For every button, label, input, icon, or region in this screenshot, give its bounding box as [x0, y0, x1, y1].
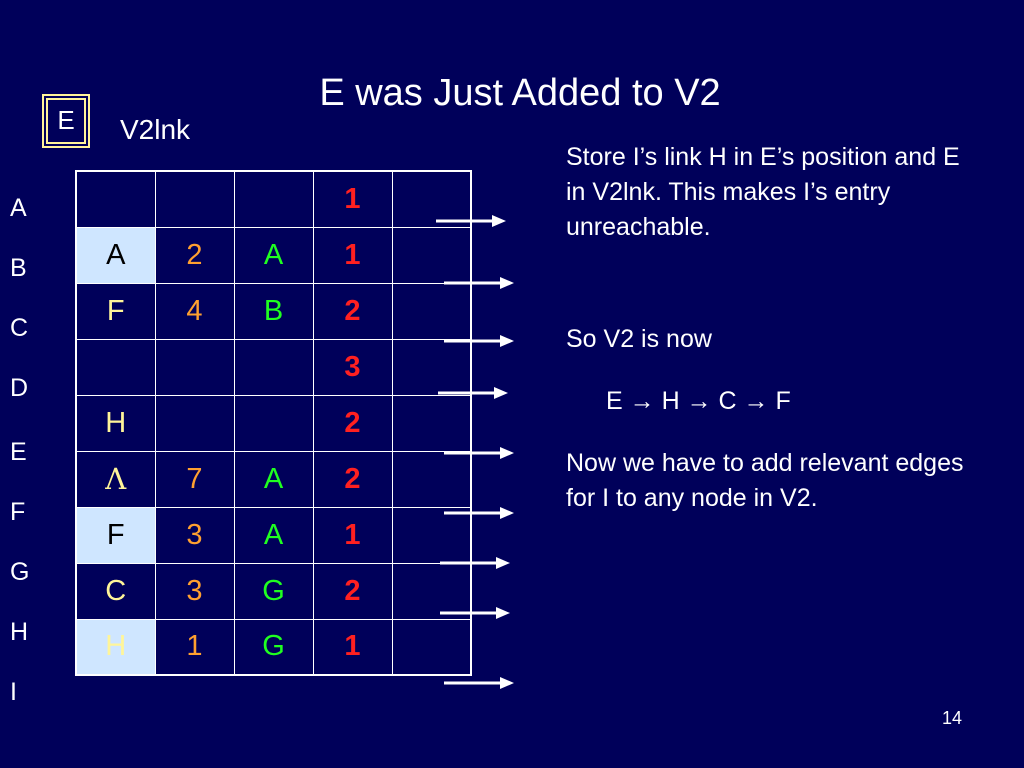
table-cell: G: [233, 618, 314, 676]
arrow-right-icon: [440, 557, 510, 569]
table-row: H 1 G 1: [75, 618, 472, 676]
row-label-g: G: [10, 558, 30, 586]
table-cell: 1: [154, 618, 235, 676]
text-v2-chain: E → H → C → F: [606, 387, 791, 415]
table-cell-empty: [391, 170, 472, 228]
row-label-i: I: [10, 678, 17, 706]
table-cell: A: [233, 450, 314, 508]
table-cell: C: [75, 562, 156, 620]
table-row: A 2 A 1: [75, 226, 472, 284]
row-label-c: C: [10, 314, 29, 342]
table-row: Λ 7 A 2: [75, 450, 472, 508]
table-cell: H: [75, 618, 156, 676]
table-row: 1: [75, 170, 472, 228]
arrow-right-icon: [444, 335, 514, 347]
table-cell: [233, 338, 314, 396]
row-label-h: H: [10, 618, 29, 646]
table-cell: 1: [312, 618, 393, 676]
table-cell: [154, 338, 235, 396]
arrow-right-icon: [444, 277, 514, 289]
table-cell: [154, 170, 235, 228]
text-add-edges: Now we have to add relevant edges for I …: [566, 449, 964, 512]
table-cell: [154, 394, 235, 452]
link-table: 1 A 2 A 1 F 4 B 2 3 H 2: [75, 170, 472, 676]
table-cell: 3: [154, 506, 235, 564]
table-cell: 4: [154, 282, 235, 340]
table-cell: F: [75, 506, 156, 564]
table-cell: [233, 394, 314, 452]
table-cell-empty: [391, 618, 472, 676]
row-label-a: A: [10, 194, 27, 222]
table-cell: Λ: [75, 450, 156, 508]
arrow-right-icon: [444, 677, 514, 689]
arrow-right-icon: [436, 215, 506, 227]
row-label-f: F: [10, 498, 26, 526]
table-cell: [75, 338, 156, 396]
text-store-link: Store I’s link H in E’s position and E i…: [566, 143, 960, 241]
table-cell: 1: [312, 506, 393, 564]
table-cell: 3: [154, 562, 235, 620]
table-cell: A: [233, 506, 314, 564]
table-cell: 2: [312, 562, 393, 620]
table-cell: 1: [312, 226, 393, 284]
table-cell: 7: [154, 450, 235, 508]
table-cell: B: [233, 282, 314, 340]
arrow-right-icon: [440, 607, 510, 619]
table-cell-empty: [391, 226, 472, 284]
table-cell: [233, 170, 314, 228]
arrow-right-icon: [444, 507, 514, 519]
table-cell: [75, 170, 156, 228]
table-row: H 2: [75, 394, 472, 452]
table-row: C 3 G 2: [75, 562, 472, 620]
table-row: F 3 A 1: [75, 506, 472, 564]
table-cell-empty: [391, 450, 472, 508]
arrow-right-icon: [438, 387, 508, 399]
table-cell: 2: [312, 394, 393, 452]
table-row: F 4 B 2: [75, 282, 472, 340]
table-cell-empty: [391, 282, 472, 340]
table-cell: 2: [312, 450, 393, 508]
table-cell: 3: [312, 338, 393, 396]
table-cell: H: [75, 394, 156, 452]
table-cell-empty: [391, 394, 472, 452]
row-label-b: B: [10, 254, 27, 282]
table-cell: 1: [312, 170, 393, 228]
arrow-right-icon: [444, 447, 514, 459]
table-cell: 2: [154, 226, 235, 284]
table-row: 3: [75, 338, 472, 396]
row-label-d: D: [10, 374, 29, 402]
table-cell: A: [233, 226, 314, 284]
text-so-v2: So V2 is now: [566, 325, 712, 353]
e-box: E: [42, 94, 90, 148]
table-cell: 2: [312, 282, 393, 340]
slide-title: E was Just Added to V2: [319, 72, 721, 114]
v2lnk-label: V2lnk: [120, 114, 191, 145]
table-cell: G: [233, 562, 314, 620]
table-cell: F: [75, 282, 156, 340]
row-label-e: E: [10, 438, 27, 466]
table-cell: A: [75, 226, 156, 284]
page-number: 14: [942, 708, 963, 728]
